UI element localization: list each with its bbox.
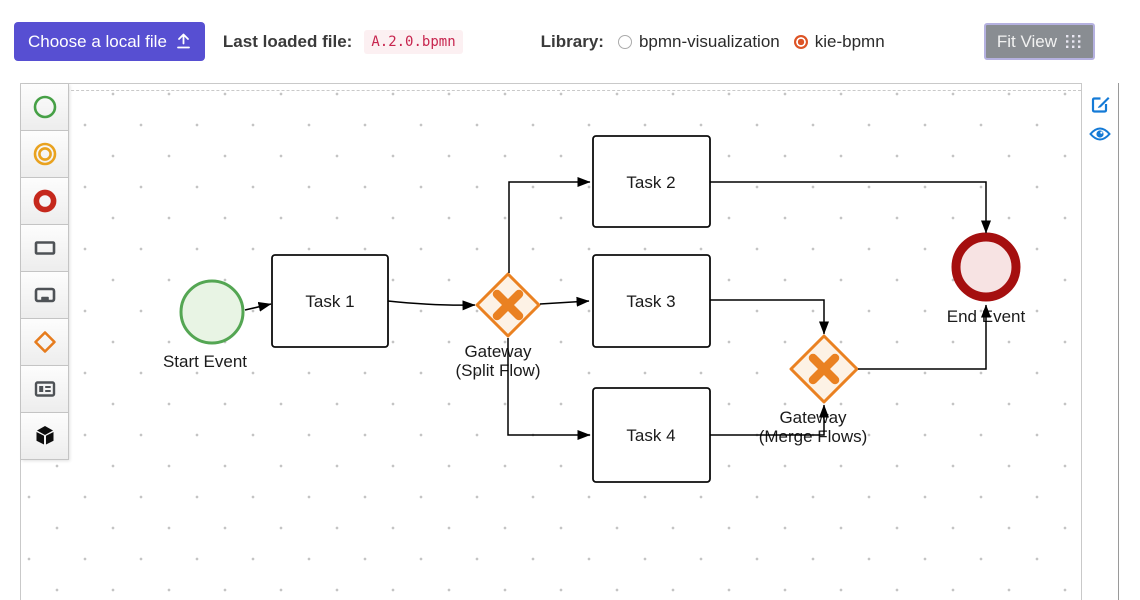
radio-selected-icon[interactable] <box>793 34 808 49</box>
edge-task2-to-end <box>710 181 991 234</box>
last-loaded-file-label: Last loaded file: <box>222 31 353 51</box>
diagram-canvas[interactable]: Start Event Task 1 Task 2 Task 3 Task 4 … <box>20 83 1082 600</box>
edit-icon[interactable] <box>1090 93 1111 114</box>
node-gateway-merge[interactable] <box>789 334 859 404</box>
choose-local-file-label: Choose a local file <box>28 31 167 51</box>
top-toolbar: Choose a local file Last loaded file: A.… <box>0 0 1140 83</box>
edge-gateway-split-to-task3 <box>539 296 590 307</box>
node-start-event[interactable] <box>179 279 245 345</box>
radio-option-kie-bpmn[interactable]: kie-bpmn <box>793 31 885 52</box>
side-action-strip <box>1082 83 1119 600</box>
label-gateway-split-line1: Gateway <box>464 342 532 361</box>
label-gateway-merge-line1: Gateway <box>779 408 847 427</box>
fit-view-label: Fit View <box>996 31 1057 51</box>
label-task-4: Task 4 <box>626 426 675 445</box>
label-gateway-split-line2: (Split Flow) <box>455 361 540 380</box>
library-radio-group: bpmn-visualization kie-bpmn <box>604 32 885 52</box>
gateway-icon <box>32 329 58 355</box>
eye-icon[interactable] <box>1089 126 1111 142</box>
edge-gateway-split-to-task4 <box>507 338 591 440</box>
label-task-2: Task 2 <box>626 173 675 192</box>
node-end-event[interactable] <box>951 232 1021 302</box>
palette-intermediate-event-button[interactable] <box>21 131 68 178</box>
radio-unselected-icon[interactable] <box>617 34 632 49</box>
edge-task4-to-gateway-merge <box>710 404 829 436</box>
last-loaded-file-value: A.2.0.bpmn <box>364 29 463 54</box>
shape-palette <box>21 84 69 460</box>
intermediate-event-icon <box>32 141 58 167</box>
choose-local-file-button[interactable]: Choose a local file <box>14 22 205 61</box>
radio-option-bpmn-visualization[interactable]: bpmn-visualization <box>617 31 780 52</box>
palette-start-event-button[interactable] <box>21 84 68 131</box>
edge-start-to-task1 <box>244 301 272 312</box>
palette-task-button[interactable] <box>21 225 68 272</box>
fit-view-button[interactable]: Fit View <box>983 23 1095 60</box>
label-task-1: Task 1 <box>305 292 354 311</box>
subprocess-icon <box>32 282 58 308</box>
end-event-icon <box>32 188 58 214</box>
palette-gateway-button[interactable] <box>21 319 68 366</box>
edge-task1-to-gateway-split <box>387 300 476 311</box>
node-gateway-split[interactable] <box>475 272 541 338</box>
palette-group-button[interactable] <box>21 413 68 460</box>
edge-task3-to-gateway-merge <box>710 299 829 335</box>
lane-icon <box>32 376 58 402</box>
edge-gateway-split-to-task2 <box>508 177 591 273</box>
palette-lane-button[interactable] <box>21 366 68 413</box>
library-label: Library: <box>540 31 604 51</box>
start-event-icon <box>32 94 58 120</box>
palette-end-event-button[interactable] <box>21 178 68 225</box>
upload-icon <box>176 33 191 50</box>
palette-subprocess-button[interactable] <box>21 272 68 319</box>
node-task-3[interactable] <box>592 254 711 348</box>
task-icon <box>32 235 58 261</box>
bpmn-diagram: Start Event Task 1 Task 2 Task 3 Task 4 … <box>163 135 1025 483</box>
radio-label: bpmn-visualization <box>638 31 780 51</box>
label-gateway-merge-line2: (Merge Flows) <box>759 427 868 446</box>
fit-grid-icon <box>1065 34 1082 49</box>
edge-gateway-merge-to-end <box>858 304 991 370</box>
gateway-x-icon <box>492 289 524 321</box>
grid-edge-dashes <box>21 90 1081 91</box>
group-icon <box>32 423 58 449</box>
label-task-3: Task 3 <box>626 292 675 311</box>
radio-label: kie-bpmn <box>814 31 885 51</box>
label-start-event: Start Event <box>163 352 247 371</box>
gateway-x-icon <box>808 353 840 385</box>
